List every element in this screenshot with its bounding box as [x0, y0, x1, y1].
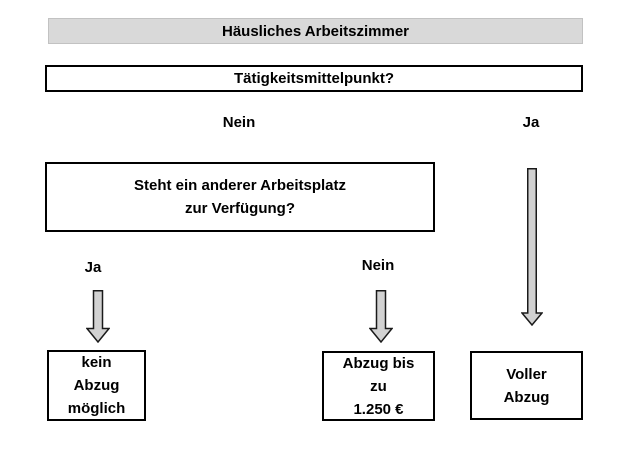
page-title: Häusliches Arbeitszimmer — [221, 22, 410, 40]
second-question-box: Steht ein anderer Arbeitsplatz zur Verfü… — [45, 162, 435, 232]
outcome-no-deduction-line2: Abzug — [73, 377, 120, 394]
second-question-line1: Steht ein anderer Arbeitsplatz — [134, 177, 346, 194]
root-question-text: Tätigkeitsmittelpunkt? — [233, 70, 394, 87]
outcome-no-deduction-line1: kein — [81, 354, 112, 371]
branch-label-top-ja: Ja — [522, 114, 540, 131]
branch-label-mid-nein: Nein — [361, 257, 395, 274]
outcome-box-limited-deduction: Abzug bis zu 1.250 € — [322, 351, 435, 421]
root-question-box: Tätigkeitsmittelpunkt? — [45, 65, 583, 92]
branch-label-mid-ja: Ja — [84, 259, 102, 276]
outcome-box-no-deduction: kein Abzug möglich — [47, 350, 146, 421]
outcome-full-line1: Voller — [506, 365, 547, 383]
down-arrow-icon — [521, 168, 543, 326]
down-arrow-icon — [369, 290, 393, 343]
branch-label-top-nein: Nein — [222, 114, 256, 131]
down-arrow-icon — [86, 290, 110, 343]
outcome-limited-line1: Abzug bis — [342, 354, 415, 372]
outcome-no-deduction-line3: möglich — [67, 400, 126, 417]
outcome-full-line2: Abzug — [503, 388, 550, 406]
title-banner: Häusliches Arbeitszimmer — [48, 18, 583, 44]
second-question-line2: zur Verfügung? — [185, 200, 295, 217]
outcome-limited-line3: 1.250 € — [353, 400, 404, 418]
outcome-limited-line2: zu — [370, 377, 387, 395]
outcome-box-full-deduction: Voller Abzug — [470, 351, 583, 420]
